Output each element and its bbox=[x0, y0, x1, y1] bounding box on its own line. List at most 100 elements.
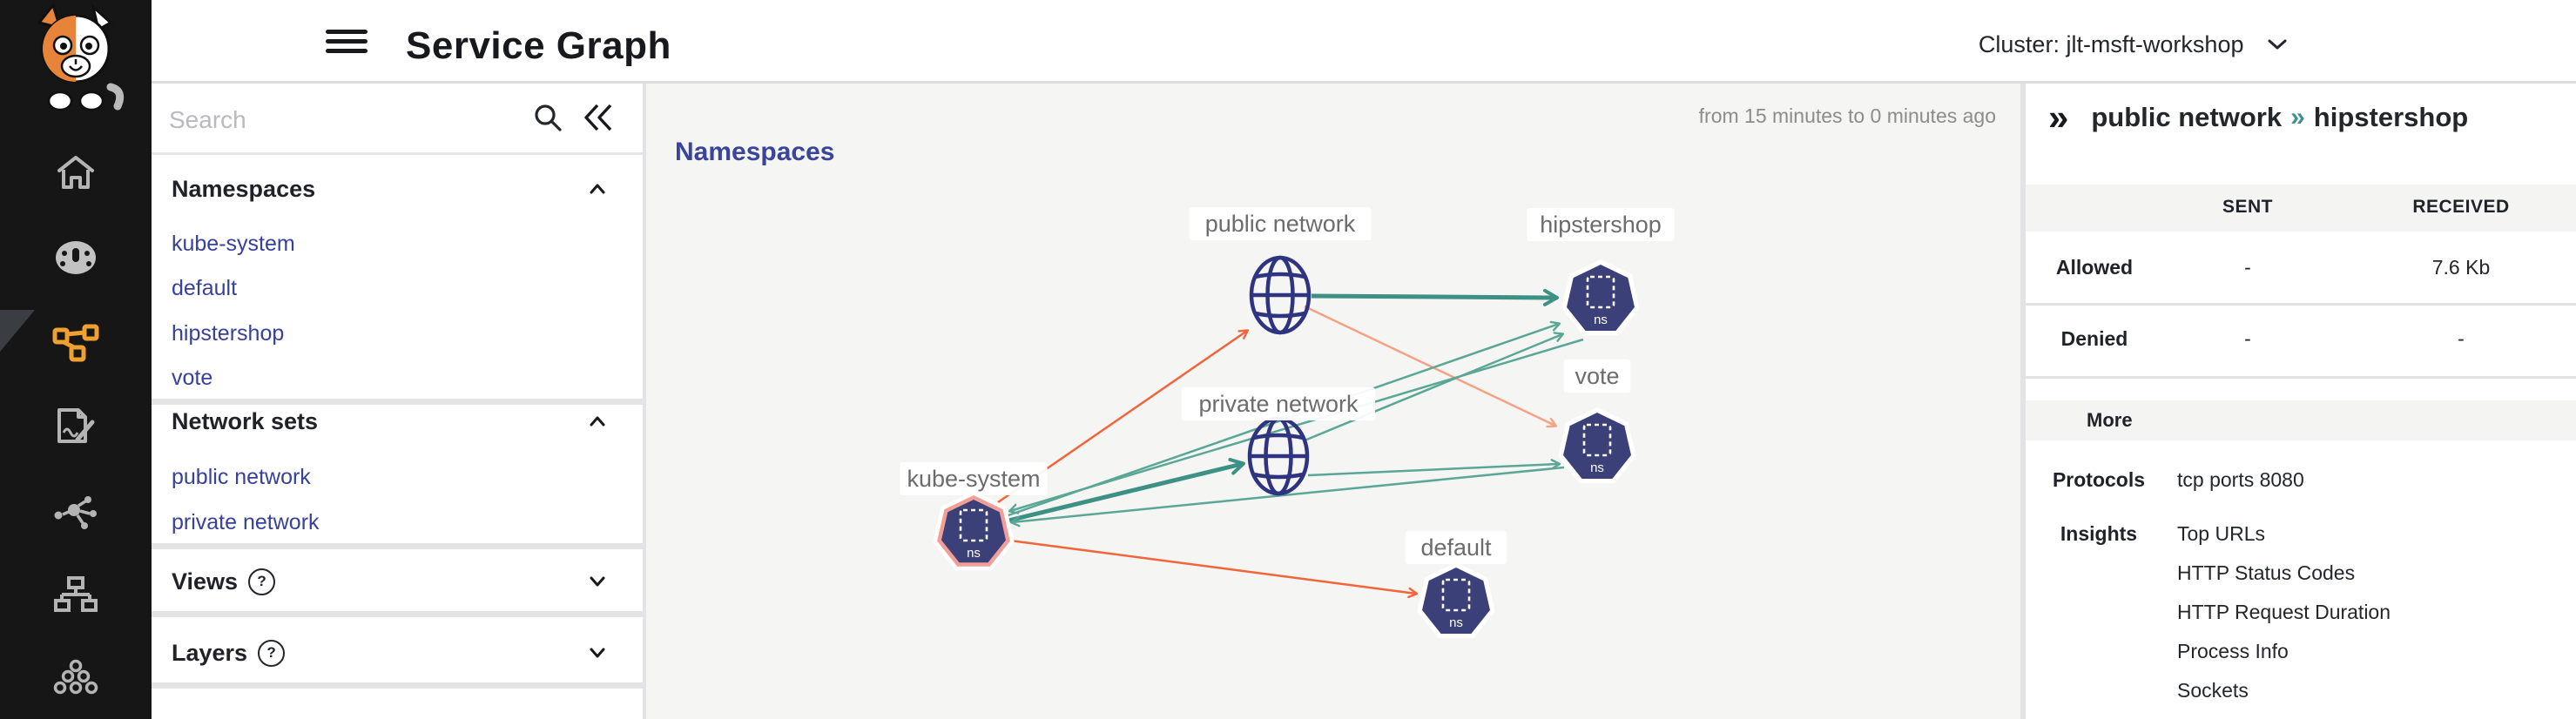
collapse-panel-icon[interactable] bbox=[583, 103, 615, 132]
cell-allowed-sent: - bbox=[2244, 256, 2251, 279]
section-divider bbox=[152, 543, 643, 549]
dashboard-icon[interactable] bbox=[54, 239, 98, 276]
graph-canvas[interactable]: Namespaces from 15 minutes to 0 minutes … bbox=[650, 84, 2020, 719]
node-default[interactable]: ns bbox=[1417, 562, 1495, 639]
edge-kube-system-to-private-network[interactable] bbox=[1008, 458, 1245, 523]
section-layers[interactable]: Layers ? bbox=[172, 634, 624, 672]
section-divider bbox=[152, 682, 643, 689]
svg-text:ns: ns bbox=[1590, 460, 1604, 475]
insight-item-http-request-duration[interactable]: HTTP Request Duration bbox=[2177, 601, 2391, 623]
search-icon[interactable] bbox=[533, 103, 563, 132]
column-header-received: RECEIVED bbox=[2412, 197, 2510, 217]
active-nav-notch bbox=[0, 310, 35, 352]
section-label: Namespaces bbox=[172, 175, 316, 202]
help-icon[interactable]: ? bbox=[248, 568, 276, 595]
insight-item-top-urls[interactable]: Top URLs bbox=[2177, 522, 2265, 545]
edge-private-network-to-hipstershop[interactable] bbox=[1304, 332, 1565, 442]
row-divider bbox=[2026, 303, 2576, 306]
chevron-up-icon[interactable] bbox=[589, 183, 606, 195]
section-label: Network sets bbox=[172, 407, 319, 434]
svg-text:kube-system: kube-system bbox=[907, 466, 1040, 492]
row-label: Allowed bbox=[2055, 256, 2134, 279]
clusters-icon[interactable] bbox=[52, 659, 99, 695]
edge-private-network-to-vote[interactable] bbox=[1307, 459, 1561, 477]
hamburger-menu-icon[interactable] bbox=[326, 30, 368, 54]
detail-panel: » public network » hipstershop SENT RECE… bbox=[2020, 84, 2576, 719]
section-views[interactable]: Views ? bbox=[172, 562, 624, 601]
row-divider bbox=[2026, 376, 2576, 379]
breadcrumb-separator-icon: » bbox=[2290, 103, 2305, 131]
edge-vote-to-kube-system[interactable] bbox=[1009, 466, 1565, 527]
top-bar: Service Graph Cluster: jlt-msft-workshop bbox=[152, 0, 2576, 84]
breadcrumb-target[interactable]: hipstershop bbox=[2313, 102, 2469, 132]
chevron-up-icon[interactable] bbox=[589, 415, 606, 427]
node-vote[interactable]: ns bbox=[1558, 407, 1636, 484]
sidebar-item-kube-system[interactable]: kube-system bbox=[172, 232, 295, 256]
chevron-down-icon bbox=[2268, 39, 2287, 50]
node-public-network[interactable] bbox=[1249, 255, 1312, 335]
canvas-view-label: Namespaces bbox=[675, 138, 835, 166]
collapse-detail-panel-icon[interactable]: » bbox=[2048, 97, 2069, 138]
node-label: kube-system bbox=[900, 462, 1048, 495]
search-input[interactable] bbox=[167, 99, 519, 141]
cluster-selector[interactable]: Cluster: jlt-msft-workshop bbox=[1979, 31, 2289, 58]
column-header-sent: SENT bbox=[2222, 197, 2273, 217]
insight-item-process-info[interactable]: Process Info bbox=[2177, 640, 2289, 662]
help-icon[interactable]: ? bbox=[258, 639, 286, 667]
edge-kube-system-to-default[interactable] bbox=[1009, 539, 1419, 599]
edge-public-network-to-hipstershop[interactable] bbox=[1311, 288, 1559, 306]
sidebar-item-private-network[interactable]: private network bbox=[172, 510, 320, 534]
section-network-sets[interactable]: Network sets bbox=[172, 402, 624, 440]
sidebar-item-default[interactable]: default bbox=[172, 276, 238, 300]
cluster-selector-label: Cluster: jlt-msft-workshop bbox=[1978, 31, 2244, 57]
node-label: vote bbox=[1563, 360, 1631, 393]
cell-denied-received: - bbox=[2458, 327, 2465, 350]
svg-text:private network: private network bbox=[1198, 391, 1359, 417]
node-label: default bbox=[1405, 531, 1507, 564]
service-graph[interactable]: public network ns hipstershop ns vote private… bbox=[650, 84, 2020, 719]
node-label: private network bbox=[1182, 387, 1375, 420]
home-icon[interactable] bbox=[55, 153, 97, 192]
page-title: Service Graph bbox=[406, 24, 671, 67]
edge-public-network-to-vote[interactable] bbox=[1304, 305, 1558, 428]
node-hipstershop[interactable]: ns bbox=[1561, 259, 1640, 336]
policy-report-icon[interactable] bbox=[54, 407, 98, 447]
section-label: Layers bbox=[172, 639, 248, 666]
svg-text:ns: ns bbox=[967, 546, 981, 561]
sidebar-item-public-network[interactable]: public network bbox=[172, 465, 311, 489]
protocols-label: Protocols bbox=[2052, 468, 2146, 491]
breadcrumb-source[interactable]: public network bbox=[2091, 102, 2283, 132]
flow-visualizer-icon[interactable] bbox=[53, 491, 98, 531]
more-label: More bbox=[2087, 409, 2133, 431]
cell-allowed-received: 7.6 Kb bbox=[2431, 256, 2491, 279]
node-label: hipstershop bbox=[1527, 208, 1675, 241]
side-panel: Namespaces kube-system default hipstersh… bbox=[152, 84, 646, 719]
more-section-header[interactable]: More bbox=[2026, 400, 2576, 440]
node-label: public network bbox=[1189, 207, 1372, 240]
section-namespaces[interactable]: Namespaces bbox=[172, 170, 624, 208]
svg-text:hipstershop: hipstershop bbox=[1540, 212, 1662, 238]
svg-text:vote: vote bbox=[1575, 363, 1619, 389]
time-range-label: from 15 minutes to 0 minutes ago bbox=[1698, 104, 1996, 127]
section-divider bbox=[152, 399, 643, 405]
detail-breadcrumb: » public network » hipstershop bbox=[2048, 99, 2468, 136]
svg-text:ns: ns bbox=[1449, 615, 1463, 630]
svg-text:ns: ns bbox=[1594, 312, 1608, 327]
sidebar-item-vote[interactable]: vote bbox=[172, 366, 213, 390]
chevron-down-icon[interactable] bbox=[589, 647, 606, 659]
section-label: Views bbox=[172, 568, 239, 595]
insights-label: Insights bbox=[2060, 522, 2138, 545]
svg-text:public network: public network bbox=[1205, 211, 1356, 237]
chevron-down-icon[interactable] bbox=[589, 575, 606, 588]
tree-view-icon[interactable] bbox=[54, 575, 98, 614]
node-kube-system[interactable]: ns bbox=[933, 491, 1015, 571]
service-graph-icon[interactable] bbox=[52, 323, 99, 363]
protocols-value: tcp ports 8080 bbox=[2177, 468, 2304, 491]
insight-item-sockets[interactable]: Sockets bbox=[2177, 679, 2249, 702]
search-bar bbox=[152, 84, 643, 155]
row-label: Denied bbox=[2060, 327, 2128, 350]
insight-item-http-status-codes[interactable]: HTTP Status Codes bbox=[2177, 561, 2356, 584]
cell-denied-sent: - bbox=[2244, 327, 2251, 350]
sidebar-item-hipstershop[interactable]: hipstershop bbox=[172, 321, 285, 346]
